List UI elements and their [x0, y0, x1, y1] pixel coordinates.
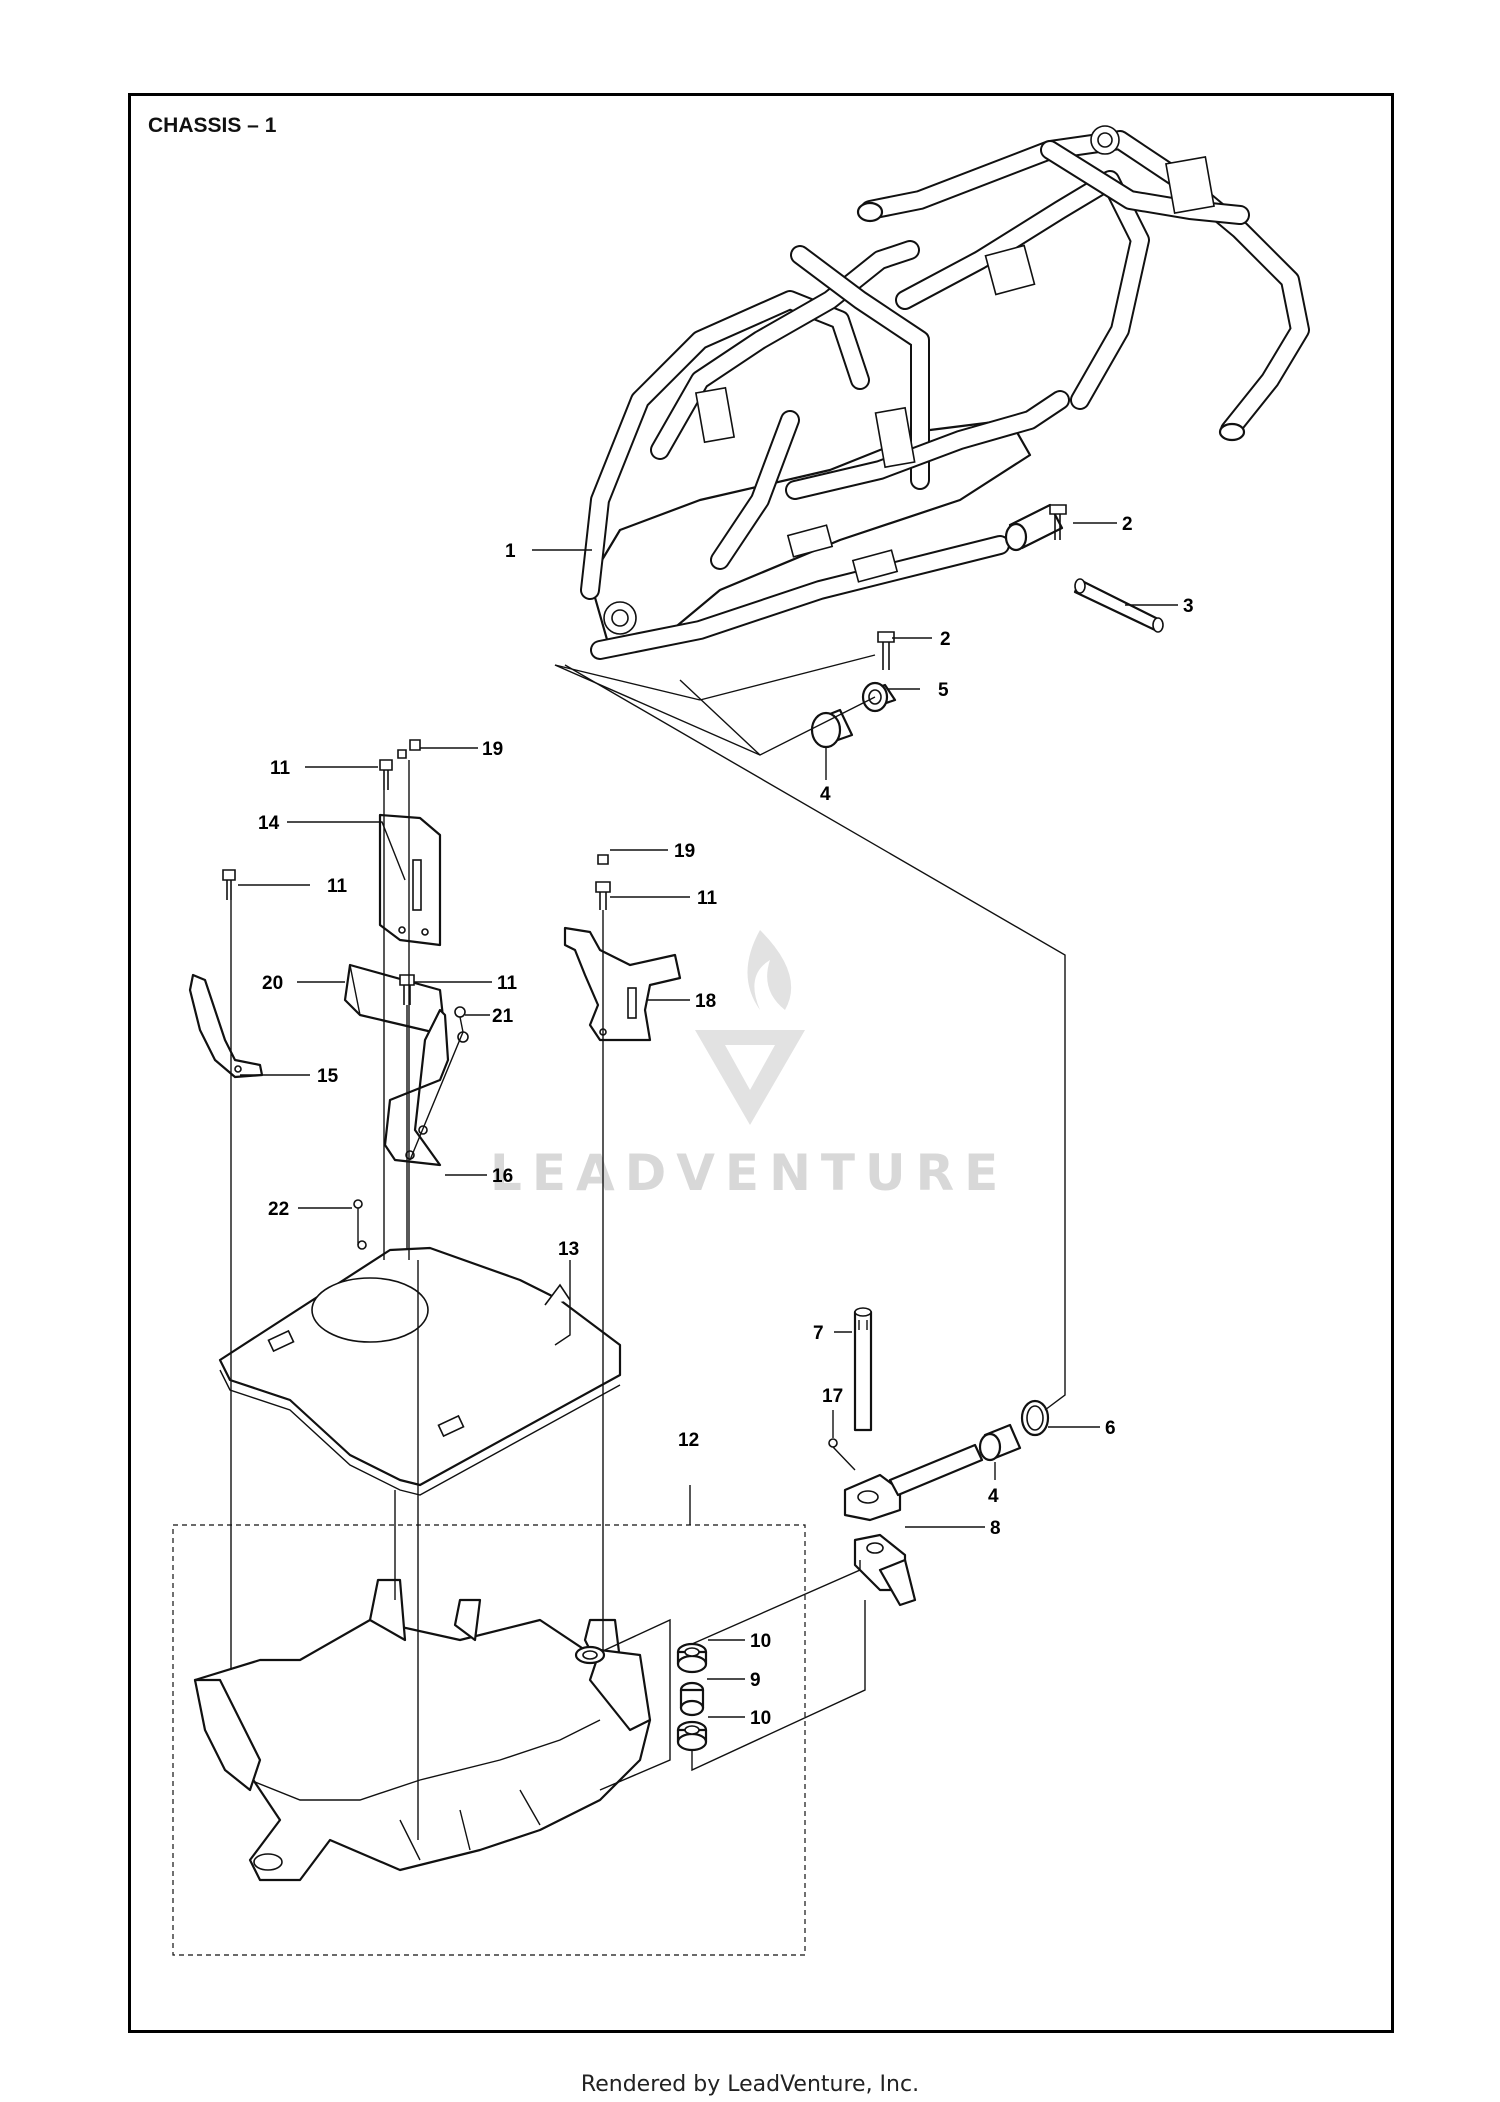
diagram-frame [128, 93, 1394, 2033]
callout-16: 16 [492, 1166, 513, 1187]
assembly-lines [230, 654, 1066, 1840]
callout-11-right: 11 [697, 888, 718, 909]
floor-plate-part-13 [218, 1246, 622, 1496]
callout-11-upper: 11 [270, 758, 291, 779]
callout-15: 15 [317, 1066, 339, 1087]
callout-19-upper: 19 [482, 739, 503, 760]
assembly-box-part-12 [172, 1524, 806, 1956]
callout-22: 22 [268, 1199, 289, 1220]
callout-6: 6 [1105, 1418, 1116, 1439]
watermark-text: LEADVENTURE [490, 1144, 1008, 1202]
lower-housing-part-12 [193, 1578, 652, 1882]
callout-3: 3 [1183, 596, 1194, 617]
fasteners [222, 739, 611, 1250]
callout-10-lower: 10 [750, 1708, 771, 1729]
callout-5: 5 [938, 680, 949, 701]
pivot-assembly [676, 1307, 1050, 1752]
watermark-flame-icon [747, 930, 792, 1010]
callout-7: 7 [813, 1323, 824, 1344]
bracket-part-16 [383, 1008, 450, 1167]
callout-12: 12 [678, 1430, 699, 1451]
callout-14: 14 [258, 813, 280, 834]
callout-20: 20 [262, 973, 283, 994]
callout-17: 17 [822, 1386, 843, 1407]
callout-13: 13 [558, 1239, 579, 1260]
watermark-v-icon [695, 1030, 805, 1125]
render-credit: Rendered by LeadVenture, Inc. [580, 2072, 920, 2097]
callout-21: 21 [492, 1006, 514, 1027]
main-frame-part-1 [580, 125, 1310, 660]
callout-18: 18 [695, 991, 716, 1012]
watermark: LEADVENTURE [490, 930, 1008, 1202]
callout-11-middle: 11 [497, 973, 518, 994]
cover-part-20 [343, 963, 447, 1037]
bracket-part-18 [563, 926, 682, 1042]
bracket-part-14 [378, 813, 442, 947]
pivot-hardware [810, 504, 1164, 749]
callout-2-lower: 2 [940, 629, 951, 650]
callout-10-upper: 10 [750, 1631, 771, 1652]
callout-1: 1 [505, 541, 516, 562]
callout-9: 9 [750, 1670, 761, 1691]
callout-4-upper: 4 [820, 784, 831, 805]
callout-2-upper: 2 [1122, 514, 1133, 535]
callouts: 1 2 3 2 5 4 19 11 14 11 19 11 11 18 20 2… [258, 514, 1194, 1729]
diagram-title: CHASSIS – 1 [148, 114, 277, 137]
callout-8: 8 [990, 1518, 1001, 1539]
callout-11-left: 11 [327, 876, 348, 897]
bracket-part-15 [188, 973, 264, 1079]
callout-19-right: 19 [674, 841, 695, 862]
callout-leaders [238, 522, 1178, 1718]
callout-4-lower: 4 [988, 1486, 999, 1507]
